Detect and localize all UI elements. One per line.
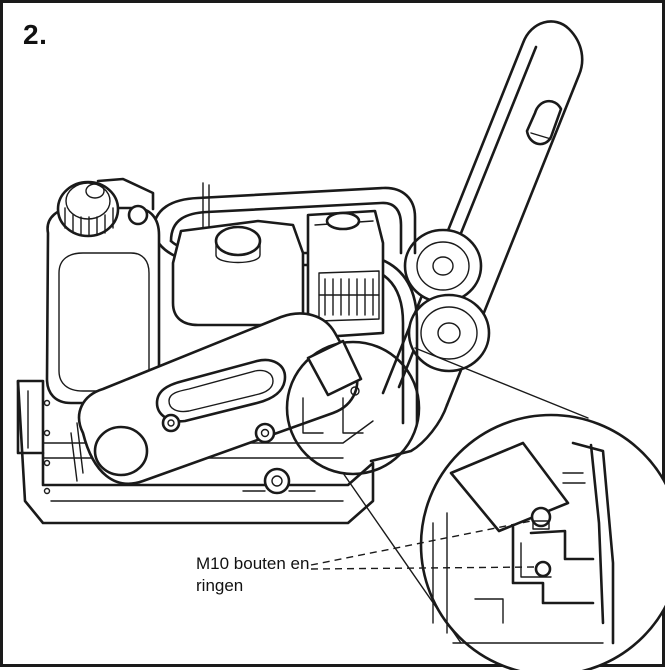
plate-compactor-illustration: [16, 20, 665, 670]
callout-line-1: M10 bouten en: [196, 554, 310, 573]
step-number: 2.: [23, 19, 48, 50]
callout-label: M10 bouten en ringen: [196, 553, 309, 597]
wheels: [403, 228, 491, 373]
magnified-detail: [419, 413, 665, 670]
callout-leaders: [310, 520, 536, 570]
engine: [171, 209, 385, 340]
fuel-tank: [45, 177, 161, 405]
detail-area-marker: [285, 339, 421, 476]
callout-line-2: ringen: [196, 576, 244, 595]
mount-bolt: [242, 467, 316, 495]
